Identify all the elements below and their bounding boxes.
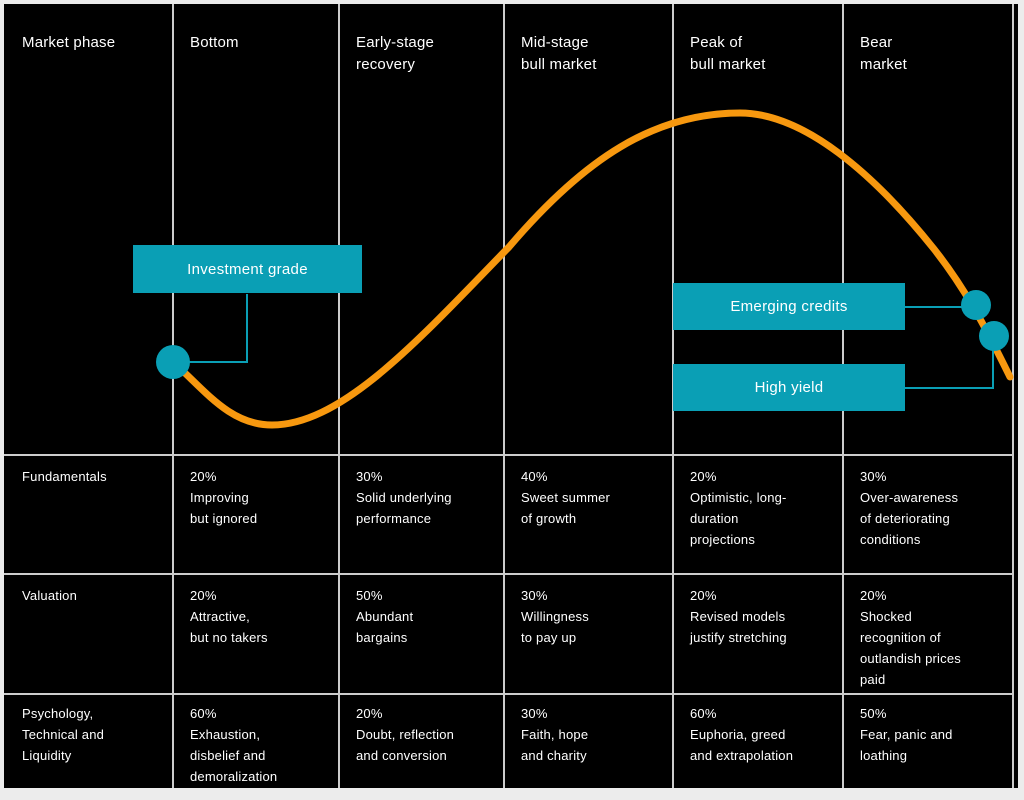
row-divider [4, 573, 1014, 575]
table-cell-psychology-peak: 60% Euphoria, greed and extrapolation [690, 706, 794, 763]
row-label-psychology-technical-liquidity: Psychology, Technical and Liquidity [22, 706, 105, 763]
high-yield-label-box: High yield [673, 364, 905, 411]
table-cell-valuation-bear: 20% Shocked recognition of outlandish pr… [860, 588, 961, 687]
table-cell-fundamentals-peak: 20% Optimistic, long- duration projectio… [690, 469, 787, 547]
row-divider [4, 454, 1014, 456]
investment-grade-connector-line [173, 294, 248, 363]
column-header-market-phase: Market phase [22, 34, 116, 51]
table-cell-valuation-early: 50% Abundant bargains [356, 588, 414, 645]
column-header-bottom: Bottom [190, 34, 239, 51]
column-divider [338, 4, 340, 788]
high-yield-marker-dot [979, 321, 1009, 351]
table-cell-psychology-early: 20% Doubt, reflection and conversion [356, 706, 455, 763]
investment-grade-label-box: Investment grade [133, 245, 362, 293]
column-header-mid-stage-bull-market: Mid-stage bull market [521, 34, 597, 73]
emerging-credits-marker-dot [961, 290, 991, 320]
table-cell-psychology-mid: 30% Faith, hope and charity [521, 706, 589, 763]
table-cell-psychology-bear: 50% Fear, panic and loathing [860, 706, 953, 763]
table-cell-fundamentals-early: 30% Solid underlying performance [356, 469, 452, 526]
diagram-panel: Market phase Bottom Early-stage recovery… [4, 4, 1018, 788]
table-cell-valuation-mid: 30% Willingness to pay up [521, 588, 589, 645]
high-yield-connector-line [905, 340, 994, 389]
column-header-peak-of-bull-market: Peak of bull market [690, 34, 766, 73]
table-cell-fundamentals-bear: 30% Over-awareness of deteriorating cond… [860, 469, 959, 547]
row-label-valuation: Valuation [22, 588, 78, 603]
table-cell-valuation-peak: 20% Revised models justify stretching [690, 588, 787, 645]
table-cell-fundamentals-mid: 40% Sweet summer of growth [521, 469, 611, 526]
emerging-credits-label-box: Emerging credits [673, 283, 905, 330]
table-cell-psychology-bottom: 60% Exhaustion, disbelief and demoraliza… [190, 706, 278, 784]
row-divider [4, 693, 1014, 695]
row-label-fundamentals: Fundamentals [22, 469, 107, 484]
column-header-bear-market: Bear market [860, 34, 908, 73]
table-cell-valuation-bottom: 20% Attractive, but no takers [190, 588, 268, 645]
column-divider [172, 4, 174, 788]
column-header-early-stage-recovery: Early-stage recovery [356, 34, 435, 73]
column-divider [503, 4, 505, 788]
table-cell-fundamentals-bottom: 20% Improving but ignored [190, 469, 258, 526]
column-divider [1012, 4, 1014, 788]
